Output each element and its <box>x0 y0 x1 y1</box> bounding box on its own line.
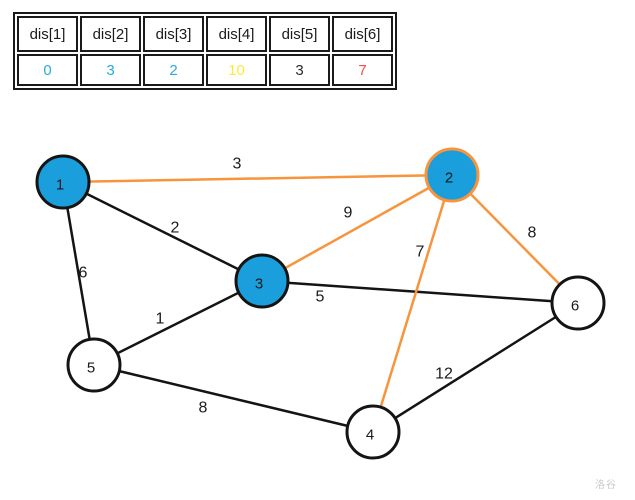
edge-1-2 <box>62 173 453 184</box>
edge-weight-2-6: 8 <box>528 225 537 242</box>
watermark: 洛谷 <box>595 480 617 491</box>
graph-node-6 <box>550 275 606 331</box>
dis-header-cell-3: dis[3] <box>143 16 204 52</box>
edge-weight-1-3: 2 <box>171 220 180 237</box>
graph-node-label-5: 5 <box>87 359 95 376</box>
edge-weight-3-6: 5 <box>316 289 325 306</box>
dis-value-cell-2: 3 <box>80 54 141 86</box>
graph-node-4 <box>345 404 401 460</box>
edge-3-6 <box>261 279 579 305</box>
graph-node-label-1: 1 <box>56 176 64 193</box>
edge-1-5 <box>61 181 96 366</box>
dis-header-cell-4: dis[4] <box>206 16 267 52</box>
edge-1-3 <box>62 180 263 283</box>
edge-weight-2-3: 9 <box>344 205 353 222</box>
edge-2-6 <box>451 174 579 304</box>
graph-node-label-6: 6 <box>571 297 579 314</box>
graph-node-1 <box>35 154 91 210</box>
edge-weight-1-2: 3 <box>233 156 242 173</box>
edge-weight-1-5: 6 <box>79 265 88 282</box>
edge-weight-2-4: 7 <box>416 244 425 261</box>
edge-2-3 <box>261 173 453 283</box>
dis-value-cell-3: 2 <box>143 54 204 86</box>
dis-value-cell-6: 7 <box>332 54 393 86</box>
graph-node-2 <box>424 147 480 203</box>
dis-header-cell-1: dis[1] <box>17 16 78 52</box>
dis-header-cell-6: dis[6] <box>332 16 393 52</box>
edge-weight-4-6: 12 <box>435 366 453 383</box>
dis-value-cell-5: 3 <box>269 54 330 86</box>
edge-3-5 <box>93 279 263 367</box>
edge-label-layer: 2 6 1 5 8 12 3 9 7 8 <box>79 156 537 417</box>
graph-node-label-3: 3 <box>255 275 263 292</box>
distance-table-header-row: dis[1]dis[2]dis[3]dis[4]dis[5]dis[6] <box>17 16 393 52</box>
edge-4-5 <box>93 363 374 434</box>
graph-node-label-2: 2 <box>445 169 453 186</box>
dis-header-cell-2: dis[2] <box>80 16 141 52</box>
graph-node-5 <box>66 337 122 393</box>
graph-node-3 <box>234 253 290 309</box>
graph-node-label-4: 4 <box>366 426 374 443</box>
edge-weight-4-5: 8 <box>199 400 208 417</box>
dis-value-cell-4: 10 <box>206 54 267 86</box>
dis-header-cell-5: dis[5] <box>269 16 330 52</box>
edge-layer <box>61 173 579 434</box>
edge-weight-3-5: 1 <box>156 311 165 328</box>
dis-value-cell-1: 0 <box>17 54 78 86</box>
edge-2-4 <box>371 174 454 433</box>
edge-4-6 <box>372 301 579 434</box>
